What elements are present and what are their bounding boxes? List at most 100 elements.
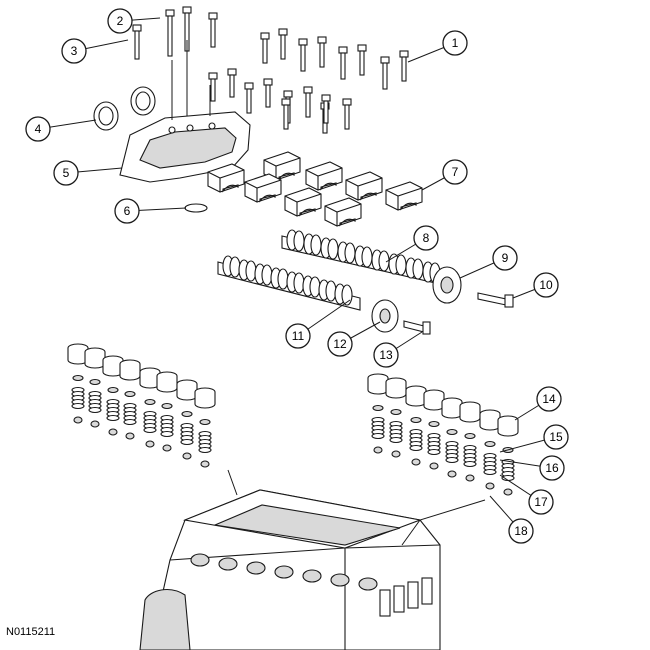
head-boss (379, 589, 391, 617)
valve-stack (367, 373, 389, 454)
cam-lobe (238, 259, 257, 282)
valve-stack (441, 397, 463, 478)
intake-camshaft (217, 255, 361, 311)
callout-number: 7 (452, 165, 459, 179)
bearing-cap (345, 171, 383, 201)
callout-18: 18 (489, 495, 534, 544)
callout-12: 12 (327, 321, 381, 357)
bearing-cap (305, 161, 343, 191)
callout-7: 7 (421, 159, 468, 191)
valve-stack (102, 355, 124, 436)
exhaust-camshaft (281, 229, 441, 285)
intake-vct-unit (371, 299, 399, 333)
valve-stack (119, 359, 141, 440)
callout-number: 6 (124, 204, 131, 218)
valve-stack (405, 385, 427, 466)
cam-lobe (254, 263, 273, 286)
bearing-caps (207, 151, 423, 227)
cam-lobe (337, 241, 356, 264)
callout-1: 1 (407, 30, 468, 63)
bolt (321, 94, 331, 124)
bolt (338, 46, 348, 80)
bearing-cap (244, 173, 282, 203)
callout-number: 12 (333, 337, 347, 351)
cam-lobe (270, 267, 289, 290)
front-cover (119, 40, 251, 183)
callout-8: 8 (385, 225, 439, 263)
callout-9: 9 (459, 245, 518, 279)
cam-lobe (286, 229, 305, 252)
cam-lobe (286, 271, 305, 294)
callout-15: 15 (499, 424, 569, 453)
valve-stack (176, 379, 198, 460)
bolt (281, 98, 291, 130)
callout-2: 2 (107, 8, 161, 34)
callout-10: 10 (512, 272, 559, 299)
valve-stack (84, 347, 106, 428)
valve-stack (194, 387, 216, 468)
head-port (190, 553, 210, 567)
cam-lobe (302, 275, 321, 298)
vct-bolt-intake (403, 320, 431, 335)
callout-17: 17 (499, 474, 554, 515)
callout-number: 3 (71, 44, 78, 58)
callout-11: 11 (285, 299, 351, 349)
callout-number: 4 (35, 122, 42, 136)
valve-stack (497, 415, 519, 496)
cylinder-head (139, 469, 486, 650)
cam-lobe (388, 253, 407, 276)
bolt (399, 50, 409, 82)
bearing-cap (263, 151, 301, 181)
callout-number: 18 (514, 524, 528, 538)
callout-5: 5 (53, 160, 123, 186)
callout-number: 10 (539, 278, 553, 292)
bearing-cap (324, 197, 362, 227)
head-port (246, 561, 266, 575)
figure-id: N0115211 (6, 626, 56, 638)
callout-number: 16 (545, 461, 559, 475)
bolt (227, 68, 237, 98)
o-ring (184, 203, 208, 213)
bolt (132, 24, 142, 60)
valve-stack (423, 389, 445, 470)
bolt (208, 72, 218, 102)
callout-4: 4 (25, 116, 97, 142)
callout-number: 5 (63, 166, 70, 180)
callout-number: 17 (534, 495, 548, 509)
callout-number: 2 (117, 14, 124, 28)
valve-stack (479, 409, 501, 490)
cam-lobe (405, 257, 424, 280)
valve-stack (459, 401, 481, 482)
callout-3: 3 (61, 38, 129, 64)
callout-16: 16 (499, 455, 565, 481)
head-boss (407, 581, 419, 609)
bearing-cap-bolts (132, 6, 409, 134)
bolt (298, 38, 308, 72)
bolt (263, 78, 273, 108)
exhaust-vct-unit (432, 266, 462, 304)
cam-lobe (320, 237, 339, 260)
callout-number: 9 (502, 251, 509, 265)
head-boss (421, 577, 433, 605)
valve-stack (156, 371, 178, 452)
cam-lobe (371, 249, 390, 272)
bolt (317, 36, 327, 68)
bolt (357, 44, 367, 76)
bolt (165, 9, 175, 57)
bolt (208, 12, 218, 48)
cam-lobe (303, 233, 322, 256)
bolt (260, 32, 270, 64)
head-port (302, 569, 322, 583)
bolt (380, 56, 390, 90)
head-port (218, 557, 238, 571)
valve-train-right-bank (367, 373, 519, 496)
bolt (244, 82, 254, 114)
bolt (278, 28, 288, 60)
head-port (274, 565, 294, 579)
cam-lobe (354, 245, 373, 268)
bearing-cap (207, 163, 245, 193)
vct-bolt-exhaust (477, 292, 514, 308)
callout-number: 15 (549, 430, 563, 444)
valve-stack (67, 343, 89, 424)
